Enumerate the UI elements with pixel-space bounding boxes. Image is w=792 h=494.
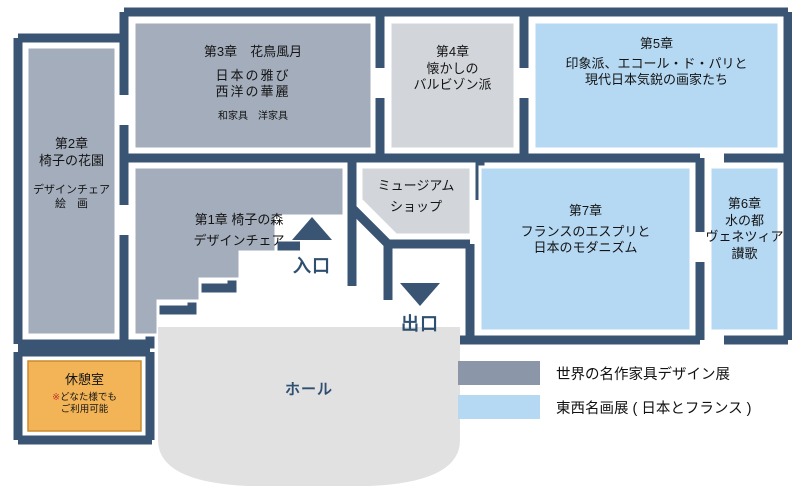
- wall-ch1-step: [124, 262, 237, 349]
- room-shape-chapter7[interactable]: [478, 165, 693, 333]
- room-label-rest-room: 休憩室 ※どなた様でも ご利用可能: [28, 372, 141, 417]
- room-fills: [25, 20, 781, 432]
- room-shape-chapter6[interactable]: [708, 165, 781, 333]
- legend-label-paintings: 東西名画展 ( 日本とフランス ): [556, 400, 752, 417]
- wall-shop-left-chamfer: [347, 158, 470, 249]
- legend-label-furniture: 世界の名作家具デザイン展: [556, 366, 730, 383]
- exit-label: 出口: [401, 314, 439, 334]
- rest-room-title: 休憩室: [64, 372, 104, 387]
- legend-row-paintings: 東西名画展 ( 日本とフランス ): [458, 394, 751, 420]
- room-label-hall: ホール: [284, 381, 333, 398]
- legend-row-furniture: 世界の名作家具デザイン展: [458, 360, 751, 386]
- legend-swatch-furniture: [458, 361, 540, 385]
- room-shape-chapter2[interactable]: [25, 45, 118, 337]
- entrance-arrow-icon: [292, 217, 332, 240]
- exit-arrow-icon: [400, 283, 440, 306]
- rest-room-note-line-1: ※どなた様でも: [28, 392, 141, 404]
- room-shape-chapter4[interactable]: [388, 20, 517, 151]
- entrance-label: 入口: [293, 256, 331, 276]
- room-shape-hall[interactable]: [158, 327, 460, 486]
- room-shape-chapter3[interactable]: [132, 20, 374, 151]
- room-shape-rest-room[interactable]: [27, 360, 142, 432]
- legend: 世界の名作家具デザイン展 東西名画展 ( 日本とフランス ): [458, 360, 751, 428]
- rest-room-note-line-2: ご利用可能: [60, 404, 109, 416]
- rest-room-note-text-1: どなた様でも: [60, 391, 117, 403]
- room-shape-chapter5[interactable]: [532, 20, 781, 151]
- room-shape-museum-shop[interactable]: [359, 165, 473, 237]
- wall-structure: [13, 7, 792, 445]
- rest-room-note-mark: ※: [52, 391, 61, 403]
- legend-swatch-paintings: [458, 395, 540, 419]
